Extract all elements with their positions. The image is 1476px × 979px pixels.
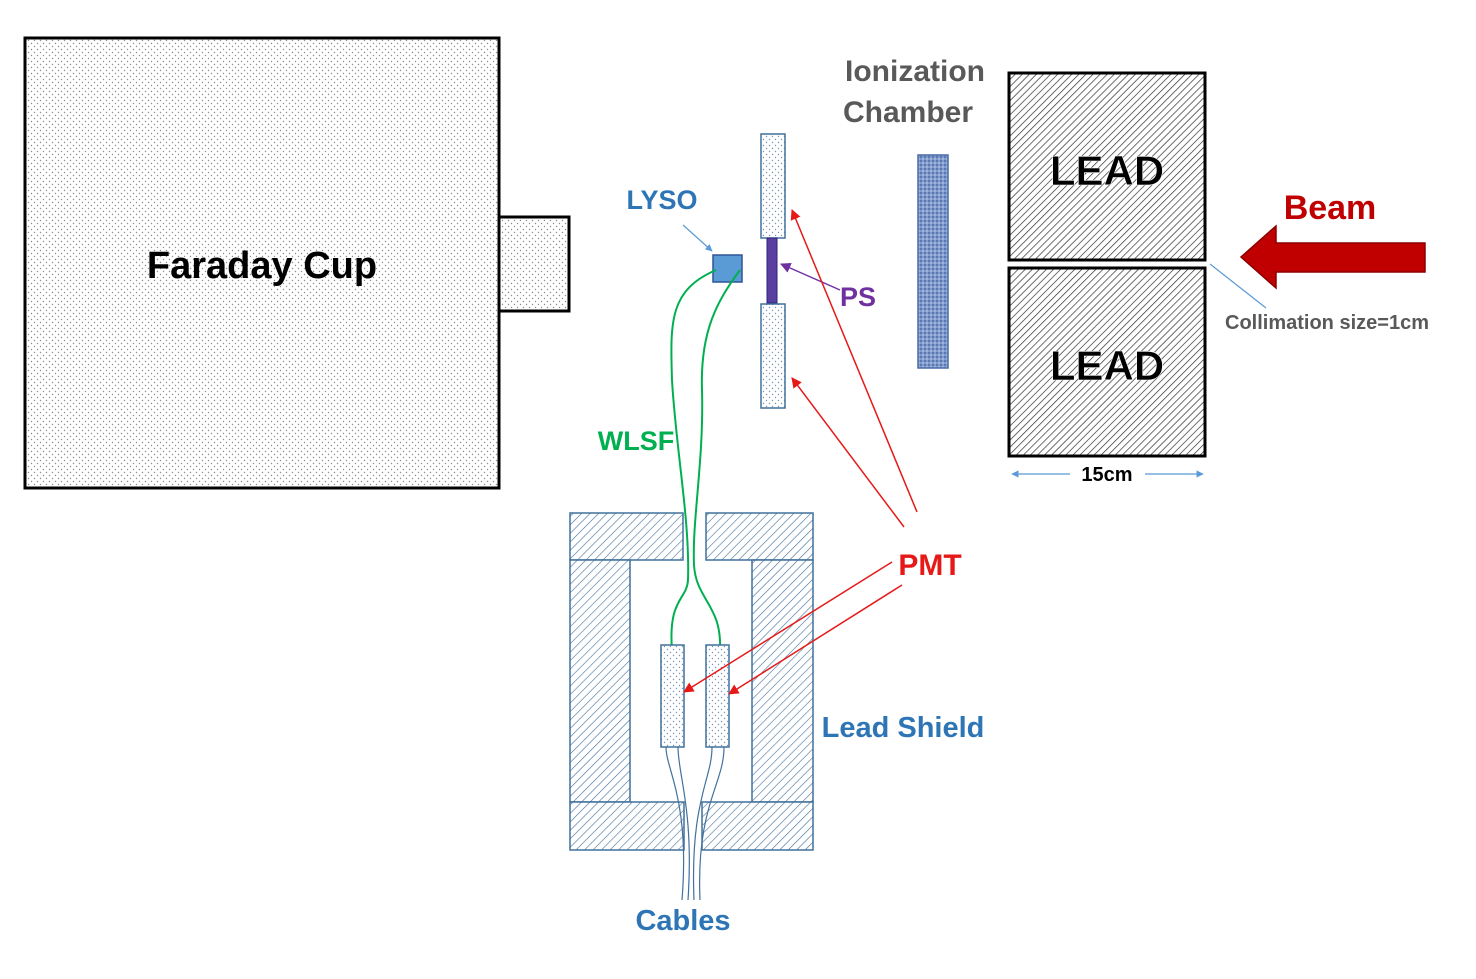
beam-arrow <box>1239 224 1426 290</box>
ps-label: PS <box>840 282 876 312</box>
lead-shield-top-right <box>705 512 814 561</box>
beam-label: Beam <box>1284 189 1377 227</box>
pmt-arrow-upper <box>790 209 918 513</box>
lyso-pointer <box>682 224 713 252</box>
pmt-left <box>660 644 685 748</box>
lead-top-label: LEAD <box>1050 147 1164 194</box>
lyso-label: LYSO <box>626 185 697 215</box>
plastic-scintillator <box>766 237 778 304</box>
collimation-pointer <box>1209 263 1267 309</box>
lead-shield-top-left <box>569 512 684 561</box>
lead-bottom-label: LEAD <box>1050 342 1164 389</box>
lyso-crystal <box>712 254 743 283</box>
ionization-chamber <box>917 154 949 369</box>
ionization-chamber-label-line1: Ionization <box>845 55 985 88</box>
ionization-chamber-label-line2: Chamber <box>843 96 973 129</box>
cable-2 <box>677 746 690 901</box>
faraday-cup-label: Faraday Cup <box>147 245 377 287</box>
collimation-label: Collimation size=1cm <box>1225 312 1429 334</box>
lead-shield-label: Lead Shield <box>822 712 985 744</box>
lead-shield-bottom-right <box>701 801 814 851</box>
pmt-arrow-shield-left <box>683 561 893 693</box>
wlsf-label: WLSF <box>598 426 674 456</box>
pmt-label: PMT <box>898 549 961 582</box>
cables-label: Cables <box>635 905 730 937</box>
upper-pmt-housing <box>760 133 786 239</box>
lead-block-top <box>1007 71 1207 262</box>
pmt-right <box>705 644 730 748</box>
ps-pointer <box>780 263 841 291</box>
width-15cm-label: 15cm <box>1081 464 1132 486</box>
faraday-cup-body <box>23 36 501 490</box>
pmt-arrow-shield-right <box>728 584 903 695</box>
cable-3 <box>692 746 713 901</box>
lower-pmt-housing <box>760 303 786 409</box>
lead-block-bottom <box>1007 266 1207 458</box>
lead-shield-bottom-left <box>569 801 685 851</box>
lead-shield-right-wall <box>751 559 814 803</box>
faraday-cup-port <box>497 215 571 313</box>
lead-shield-left-wall <box>569 559 631 803</box>
wlsf-fiber-left <box>670 269 717 651</box>
pmt-arrow-lower <box>791 377 905 528</box>
cable-1 <box>665 746 685 901</box>
cable-4 <box>699 746 725 901</box>
wlsf-fiber-right <box>692 269 741 651</box>
